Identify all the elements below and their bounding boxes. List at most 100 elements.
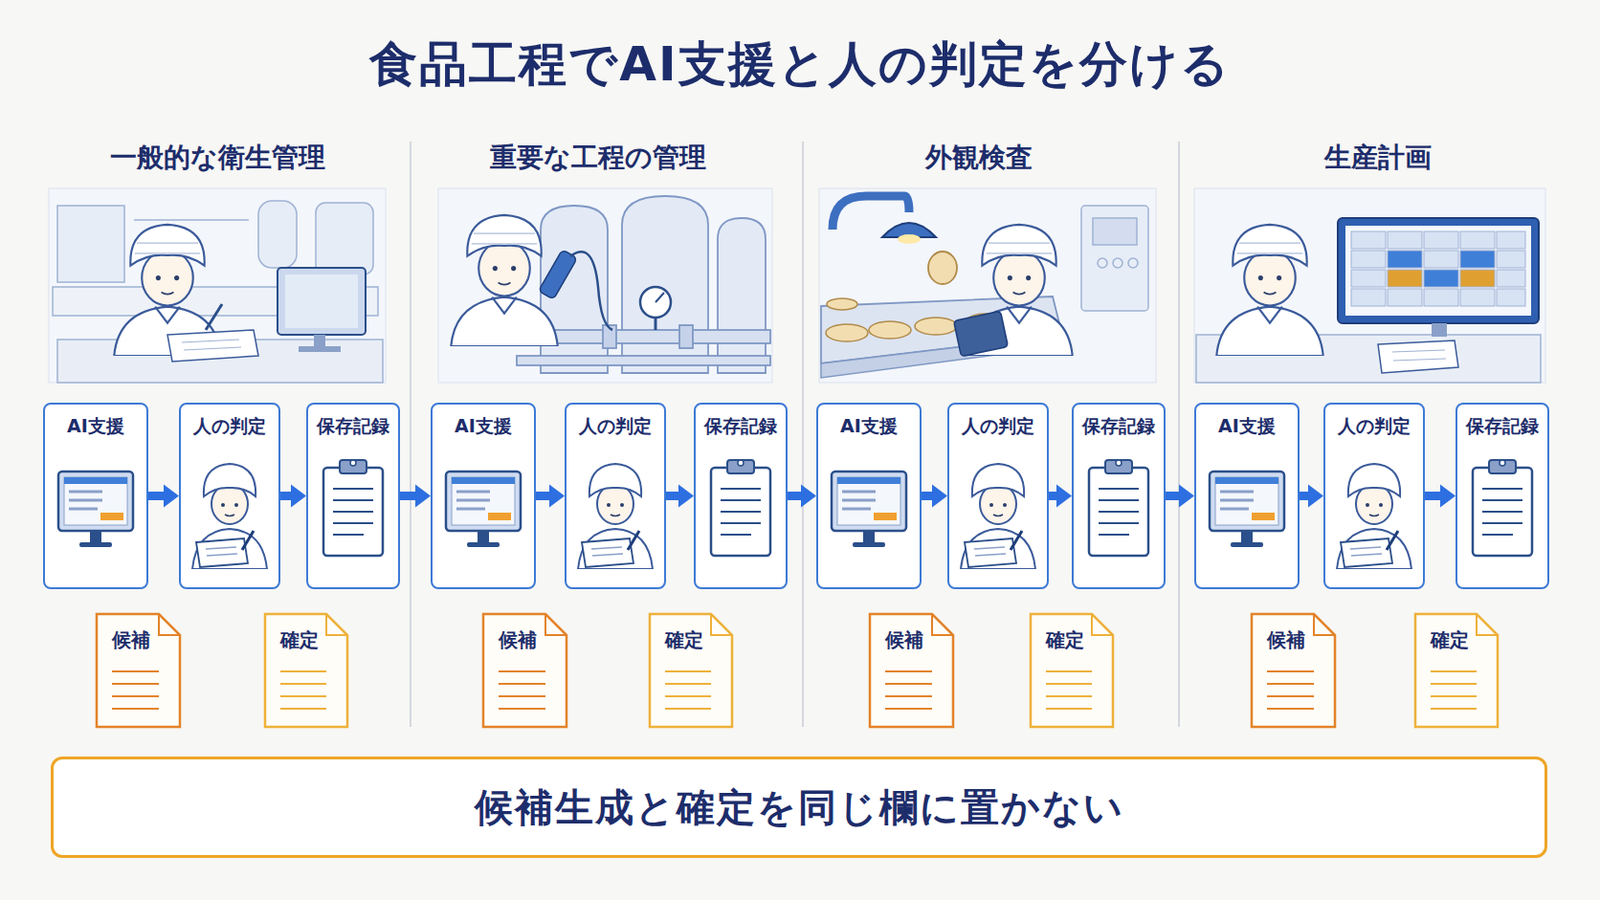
human-icon-graphic [1331, 454, 1418, 570]
record-icon [308, 454, 399, 566]
arrow-head [1440, 485, 1456, 509]
note-banner: 候補生成と確定を同じ欄に置かない [50, 756, 1548, 859]
node-text: 候補生成と確定を同じ欄に置かない [474, 781, 1125, 835]
node-text: 保存記録 [1073, 414, 1164, 440]
planning-illustration [1194, 188, 1546, 383]
human-icon [949, 454, 1047, 574]
flow-arrow [1424, 485, 1456, 509]
node-text: AI支援 [44, 414, 147, 440]
column-heading: 重要な工程の管理 [489, 139, 707, 177]
flow-arrow [1048, 485, 1072, 509]
arrow-head [1178, 485, 1195, 509]
flow-arrow [400, 485, 431, 509]
ai-icon [44, 454, 147, 564]
process-box: 人の判定 [564, 402, 667, 590]
process-box: AI支援 [43, 402, 149, 590]
ai-icon-graphic [54, 454, 137, 560]
column-heading: 外観検査 [925, 139, 1033, 177]
desk-monitor [277, 267, 366, 353]
node-text: 確定 [1045, 627, 1085, 654]
record-icon [695, 454, 786, 566]
column-dividers [410, 141, 1179, 728]
ai-icon [818, 454, 920, 564]
node-text: 人の判定 [949, 414, 1047, 440]
arrow-head [800, 485, 817, 509]
flow-arrow [787, 485, 817, 509]
flow-arrow [666, 485, 694, 509]
document-shape: 候補 [1249, 612, 1337, 730]
ai-icon-graphic [1205, 454, 1289, 560]
arrow-shaft [1424, 491, 1443, 501]
node-text: AI支援 [432, 414, 534, 440]
process-box: 保存記録 [693, 402, 788, 590]
arrow-head [549, 485, 565, 509]
arrow-shaft [1299, 491, 1311, 501]
worker-figure [450, 215, 557, 347]
arrow-shaft [1048, 491, 1059, 501]
node-text: AI支援 [818, 414, 920, 440]
node-text: 確定 [1430, 627, 1469, 654]
flow-arrow [148, 485, 179, 509]
flow-arrow [1299, 485, 1324, 509]
record-icon-graphic [1466, 454, 1538, 562]
paper-sheet [1377, 340, 1459, 374]
arrow-shaft [148, 491, 166, 501]
node-text: 人の判定 [1325, 414, 1423, 440]
document-shape: 候補 [867, 612, 956, 730]
node-text: AI支援 [1196, 414, 1298, 440]
record-icon [1457, 454, 1548, 566]
document-shape: 確定 [1413, 612, 1500, 730]
human-icon-graphic [572, 454, 659, 570]
arrow-shaft [280, 491, 293, 501]
node-text: 保存記録 [695, 414, 786, 440]
process-box: AI支援 [816, 402, 922, 590]
node-text: 確定 [280, 627, 319, 654]
process-box: 人の判定 [178, 402, 281, 590]
node-text: 候補 [498, 627, 537, 654]
process-box: 人の判定 [947, 402, 1049, 590]
arrow-head [163, 485, 179, 509]
held-cookie [928, 251, 1008, 357]
arrow-head [1056, 485, 1072, 509]
process-box: 人の判定 [1323, 402, 1425, 590]
ai-icon-graphic [442, 454, 525, 560]
record-icon-graphic [705, 454, 777, 562]
record-icon-graphic [317, 454, 389, 562]
ai-icon [1196, 454, 1298, 564]
human-icon [1325, 454, 1423, 574]
worker-figure [1216, 224, 1323, 356]
document-shape: 確定 [647, 612, 734, 730]
arrow-head [678, 485, 694, 509]
document-shape: 確定 [263, 612, 350, 730]
hygiene-illustration [48, 188, 386, 383]
arrow-head [290, 485, 307, 509]
arrow-head [415, 485, 431, 509]
arrow-shaft [666, 491, 681, 501]
paper-sheet [167, 304, 259, 362]
node-text: 確定 [665, 627, 704, 654]
human-icon [566, 454, 665, 574]
arrow-shaft [787, 491, 803, 501]
diagram-title: 食品工程でAI支援と人の判定を分ける [0, 32, 1600, 97]
document-shape: 候補 [481, 612, 569, 730]
node-text: 候補 [111, 627, 151, 654]
flow-arrow [280, 485, 307, 509]
arrow-head [932, 485, 948, 509]
arrow-head [1308, 485, 1324, 509]
column-heading: 生産計画 [1324, 139, 1432, 177]
process-box: 保存記録 [1455, 402, 1550, 590]
process-illustration [438, 188, 773, 383]
arrow-shaft [400, 491, 418, 501]
node-text: 保存記録 [1457, 414, 1548, 440]
flow-arrow [535, 485, 565, 509]
human-icon-graphic [186, 454, 273, 570]
node-text: 候補 [885, 627, 924, 654]
schedule-monitor [1337, 218, 1539, 337]
pressure-gauge [640, 287, 671, 331]
node-text: 候補 [1266, 627, 1306, 654]
ai-icon [432, 454, 534, 564]
probe-device [538, 249, 613, 331]
process-box: 保存記録 [306, 402, 400, 590]
inspection-lamp [832, 196, 936, 245]
ai-icon-graphic [827, 454, 911, 560]
